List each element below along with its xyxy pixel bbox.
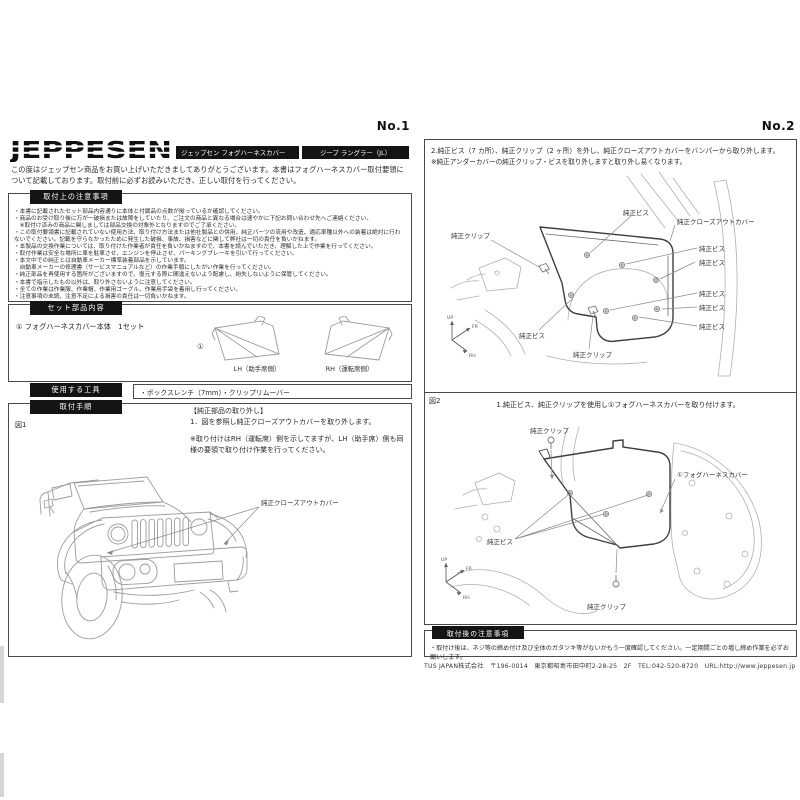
logo-stripe — [10, 145, 174, 148]
tools-heading: 使用する工具 — [30, 383, 122, 397]
screw-callout-label: 純正ビス — [699, 244, 725, 253]
note-item: ・本製品の交換作業については、取り付けた作業者が責任を負いかねますので、本書を読… — [14, 244, 377, 251]
axis-fr-label: FR — [466, 566, 473, 572]
procedure-steps: 【純正部品の取り外し】 1．図を参照し純正クローズアウトカバーを取り外します。 … — [190, 406, 404, 455]
page2-number: No.2 — [761, 119, 795, 133]
spacer — [190, 427, 404, 434]
note-item: ・この取付要領書に記載されていない使用方法、取り付け方法または他社製品との併用、… — [14, 230, 401, 243]
axis-fr-label: FR — [472, 324, 479, 330]
install-step-text: 1.純正ビス、純正クリップを使用し①フォグハーネスカバーを取り付けます。 — [496, 401, 740, 409]
parts-rh-drawing — [324, 316, 393, 361]
closeout-cover-callout: 純正クローズアウトカバー — [106, 498, 339, 555]
parts-drawing — [211, 316, 393, 361]
clip-callout-label: 純正クリップ — [530, 426, 570, 435]
step-1: 1．図を参照し純正クローズアウトカバーを取り外します。 — [190, 417, 376, 426]
jeep-line-art — [39, 476, 248, 640]
cover-callout-label: ①フォグハーネスカバー — [677, 470, 748, 479]
parts-heading: セット部品内容 — [30, 301, 122, 315]
parts-lh-label: LH（助手席側） — [233, 365, 281, 373]
screw-callout-label: 純正ビス — [519, 331, 545, 340]
jeppesen-logo: JEPPESEN — [10, 138, 174, 162]
vehicle-context-lines — [450, 171, 738, 377]
screw-callout-label: 純正ビス — [487, 537, 513, 546]
removal-note-text: ※純正アンダーカバーの純正クリップ・ビスを取り外しますと取り外し易くなります。 — [431, 158, 687, 166]
step-note: ※取り付けはRH（運転席）側を示してますが、LH（助手席）側も同様の要領で取り付… — [190, 435, 404, 454]
company-footer: TUS JAPAN株式会社 〒196-0014 東京都昭島市田中町2-28-25… — [424, 663, 796, 670]
removal-box — [424, 139, 797, 393]
parts-marker: ① — [197, 342, 204, 351]
intro-paragraph: この度はジェップセン商品をお買い上げいただきましてありがとうございます。本書はフ… — [11, 165, 404, 186]
clips — [547, 436, 620, 588]
closeout-callout-label: 純正クローズアウトカバー — [677, 217, 755, 226]
figure1-jeep-drawing: 純正クローズアウトカバー — [39, 476, 339, 640]
scan-edge-artifact — [0, 646, 4, 703]
parts-lh-drawing — [211, 316, 280, 361]
note-item: ・本文中での純正とは自動車メーカー標準装着部品を示しています。 — [14, 258, 190, 265]
axis-rh-label: RH — [463, 595, 470, 601]
title-bar: ジェップセン フォグハーネスカバー ジープ ラングラー（JL） — [176, 146, 409, 159]
page1-number: No.1 — [376, 119, 410, 133]
clips — [538, 262, 599, 318]
screw-callout-label: 純正ビス — [623, 208, 649, 217]
screw-callout-label: 純正ビス — [699, 322, 725, 331]
figure2-label: 図2 — [429, 397, 441, 405]
parts-rh-label: RH（運転席側） — [325, 365, 374, 373]
figure3-callouts — [514, 449, 676, 574]
note-item: ・注意事項の未読、注意不足による損害の責任は一切負いかねます。 — [14, 293, 190, 300]
title-product: ジェップセン フォグハーネスカバー — [176, 146, 299, 159]
notes-bullets: ・本書に記載されたセット部品内容通りに本体と付属品の点数が揃っているか確認してく… — [14, 209, 406, 301]
figure2-callouts — [490, 215, 698, 350]
logo-stripe — [10, 151, 174, 154]
note-item: ・全ての作業は作業服、作業帽、作業用ゴーグル、作業用手袋を着用し行ってください。 — [14, 286, 242, 293]
figure1-label: 図1 — [15, 421, 27, 429]
tools-text: ・ボックスレンチ（7mm）・クリップリムーバー — [140, 389, 290, 397]
title-product-text: ジェップセン フォグハーネスカバー — [181, 149, 286, 157]
note-item: ・本書に記載されたセット部品内容通りに本体と付属品の点数が揃っているか確認してく… — [14, 209, 264, 215]
axis-rh-label: RH — [469, 353, 476, 359]
clip-callout-label: 純正クリップ — [573, 350, 613, 359]
removal-instructions: 2.純正ビス（7 カ所）、純正クリップ（2 ヶ所）を外し、純正クローズアウトカバ… — [431, 145, 791, 166]
closeout-cover-outline — [539, 226, 674, 343]
title-vehicle-text: ジープ ラングラー（JL） — [320, 149, 391, 157]
closeout-cover-label: 純正クローズアウトカバー — [261, 498, 339, 507]
figure3-install-diagram: 純正クリップ ①フォグハーネスカバー 純正ビス 純正クリップ UP FR RH — [441, 426, 762, 614]
note-item: ※取付け済みの商品に関しましては部品交換の対象外となりますのでご了承ください。 — [14, 223, 241, 230]
axis-indicator: UP FR RH — [447, 315, 479, 359]
screw-callout-label: 純正ビス — [699, 303, 725, 312]
logo-text: JEPPESEN — [10, 138, 172, 162]
notes-box — [8, 193, 412, 302]
screws — [567, 252, 660, 321]
screw-callout-label: 純正ビス — [699, 258, 725, 267]
title-vehicle: ジープ ラングラー（JL） — [302, 146, 409, 159]
procedure-heading: 取付手順 — [30, 400, 122, 414]
harness-cover-outline — [538, 439, 671, 549]
vehicle-context-lines — [450, 426, 762, 614]
note-item: ・取付作業は安全な場所に車を駐車させ、エンジンを停止させ、パーキングブレーキを引… — [14, 251, 298, 258]
notes-heading: 取付上の注意事項 — [30, 190, 122, 204]
tools-box: ・ボックスレンチ（7mm）・クリップリムーバー — [133, 384, 412, 399]
note-item: ・本書で指示したもの以外は、取り外さないように注意してください。 — [14, 279, 196, 286]
parts-box — [8, 304, 412, 382]
clip-callout-label: 純正クリップ — [587, 602, 627, 611]
figure2-removal-diagram: 純正ビス 純正クローズアウトカバー 純正ビス 純正ビス 純正ビス 純正ビス 純正… — [447, 171, 755, 377]
note-item: 自動車メーカーの修理書（サービスマニュアルなど）の作業手順にしたがい作業を行って… — [14, 265, 275, 272]
axis-up-label: UP — [441, 557, 447, 563]
scan-edge-artifact — [0, 753, 4, 797]
step-title: 【純正部品の取り外し】 — [190, 407, 267, 415]
clip-callout-label: 純正クリップ — [451, 231, 491, 240]
axis-indicator: UP FR RH — [441, 557, 473, 601]
note-item: ・純正部品を再使用する箇所がございますので、復元する際に間違えないよう配慮し、紛… — [14, 272, 332, 279]
removal-step-text: 2.純正ビス（7 カ所）、純正クリップ（2 ヶ所）を外し、純正クローズアウトカバ… — [431, 147, 780, 155]
screw-callout-label: 純正ビス — [699, 289, 725, 298]
after-notes-heading: 取付後の注意事項 — [432, 626, 524, 639]
after-notes-bullet: ・取付け後は、ネジ等の締め付け及び全体のガタツキ等がないかもう一度確認してくださ… — [430, 645, 789, 661]
screws — [566, 490, 652, 518]
note-item: ・商品のお受け取り後に万が一破損または故障をしていたり、ご注文の商品と異なる場合… — [14, 216, 372, 223]
axis-up-label: UP — [447, 315, 453, 321]
parts-item: ① フォグハーネスカバー本体 1セット — [16, 322, 145, 331]
